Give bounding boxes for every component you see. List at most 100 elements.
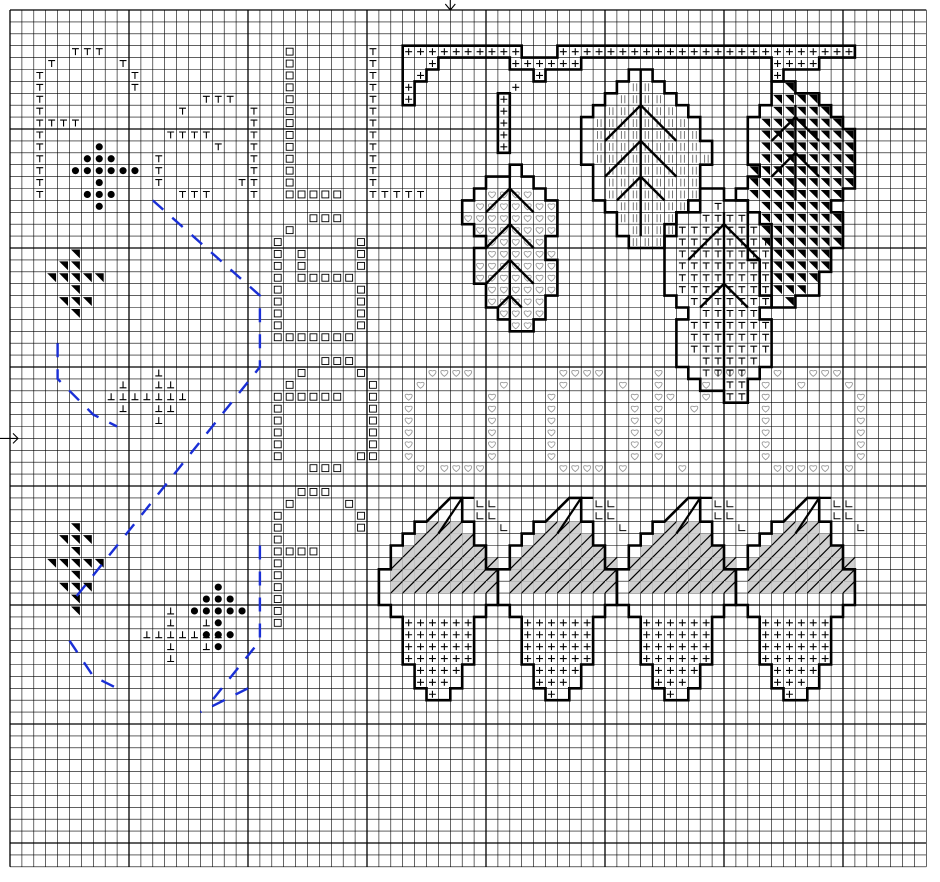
half-triangle-symbol (71, 261, 80, 270)
half-triangle-symbol (833, 214, 842, 223)
tee-symbol (762, 251, 769, 257)
square-symbol (322, 215, 329, 222)
tee-symbol (738, 382, 745, 388)
vertical-line-symbol (633, 238, 637, 246)
half-triangle-symbol (71, 571, 80, 580)
ell-symbol (858, 524, 864, 530)
dot-symbol (227, 631, 234, 638)
half-triangle-symbol (845, 166, 854, 175)
plus-symbol (548, 60, 555, 67)
heart-symbol (488, 216, 495, 222)
heart-symbol (524, 323, 531, 329)
plus-symbol (810, 667, 817, 674)
plus-symbol (703, 655, 710, 662)
half-triangle-symbol (845, 142, 854, 151)
vertical-line-symbol (657, 143, 661, 151)
vertical-line-symbol (633, 214, 637, 222)
plus-symbol (798, 631, 805, 638)
heart-symbol (536, 216, 543, 222)
tee-symbol (155, 180, 162, 186)
heart-symbol (488, 192, 495, 198)
plus-symbol (679, 619, 686, 626)
heart-symbol (655, 442, 662, 448)
half-triangle-symbol (845, 178, 854, 187)
half-triangle-symbol (47, 559, 56, 568)
plus-symbol (560, 619, 567, 626)
plus-symbol (691, 619, 698, 626)
plus-symbol (822, 655, 829, 662)
half-triangle-symbol (761, 154, 770, 163)
vertical-line-symbol (598, 119, 602, 127)
tee-symbol (36, 96, 43, 102)
plus-symbol (738, 48, 745, 55)
vertical-line-symbol (645, 214, 649, 222)
heart-symbol (465, 216, 472, 222)
vertical-line-symbol (633, 226, 637, 234)
heart-symbol (810, 466, 817, 472)
tee-symbol (715, 251, 722, 257)
plus-symbol (500, 96, 507, 103)
half-triangle-symbol (797, 285, 806, 294)
plus-symbol (715, 48, 722, 55)
vertical-line-symbol (693, 143, 697, 151)
heart-symbol (477, 228, 484, 234)
plus-symbol (536, 619, 543, 626)
square-symbol (358, 524, 365, 531)
plus-symbol (429, 679, 436, 686)
square-symbol (358, 310, 365, 317)
square-symbol (286, 191, 293, 198)
half-triangle-symbol (71, 285, 80, 294)
plus-symbol (405, 96, 412, 103)
vertical-line-symbol (645, 155, 649, 163)
heart-symbol (631, 418, 638, 424)
heart-symbol (762, 394, 769, 400)
tee-symbol (691, 263, 698, 269)
inverted-tee-symbol (155, 393, 162, 399)
tee-symbol (679, 275, 686, 281)
square-symbol (334, 465, 341, 472)
tee-symbol (36, 144, 43, 150)
half-triangle-symbol (833, 178, 842, 187)
vertical-line-symbol (645, 202, 649, 210)
plus-symbol (417, 667, 424, 674)
vertical-line-symbol (657, 238, 661, 246)
heart-symbol (631, 430, 638, 436)
heart-symbol (845, 466, 852, 472)
tee-symbol (703, 215, 710, 221)
tee-symbol (132, 84, 139, 90)
vertical-line-symbol (621, 131, 625, 139)
half-triangle-symbol (797, 131, 806, 140)
plus-symbol (429, 691, 436, 698)
half-triangle-symbol (821, 154, 830, 163)
plus-symbol (477, 48, 484, 55)
heart-symbol (631, 394, 638, 400)
vertical-line-symbol (705, 155, 709, 163)
vertical-line-symbol (645, 167, 649, 175)
square-symbol (274, 262, 281, 269)
heart-symbol (762, 454, 769, 460)
half-triangle-symbol (785, 190, 794, 199)
square-symbol (274, 334, 281, 341)
tee-symbol (215, 144, 222, 150)
heart-symbol (405, 394, 412, 400)
heart-symbol (548, 406, 555, 412)
heart-symbol (560, 466, 567, 472)
vertical-line-symbol (645, 119, 649, 127)
tee-symbol (36, 120, 43, 126)
square-symbol (322, 358, 329, 365)
plus-symbol (774, 643, 781, 650)
tee-symbol (727, 299, 734, 305)
square-symbol (370, 441, 377, 448)
heart-symbol (548, 430, 555, 436)
ell-symbol (846, 512, 852, 518)
plus-symbol (786, 679, 793, 686)
plus-symbol (572, 667, 579, 674)
plus-symbol (560, 60, 567, 67)
plus-symbol (417, 655, 424, 662)
heart-symbol (703, 394, 710, 400)
tee-symbol (750, 334, 757, 340)
tee-symbol (370, 180, 377, 186)
tee-symbol (405, 192, 412, 198)
heart-symbol (631, 442, 638, 448)
tee-symbol (738, 263, 745, 269)
